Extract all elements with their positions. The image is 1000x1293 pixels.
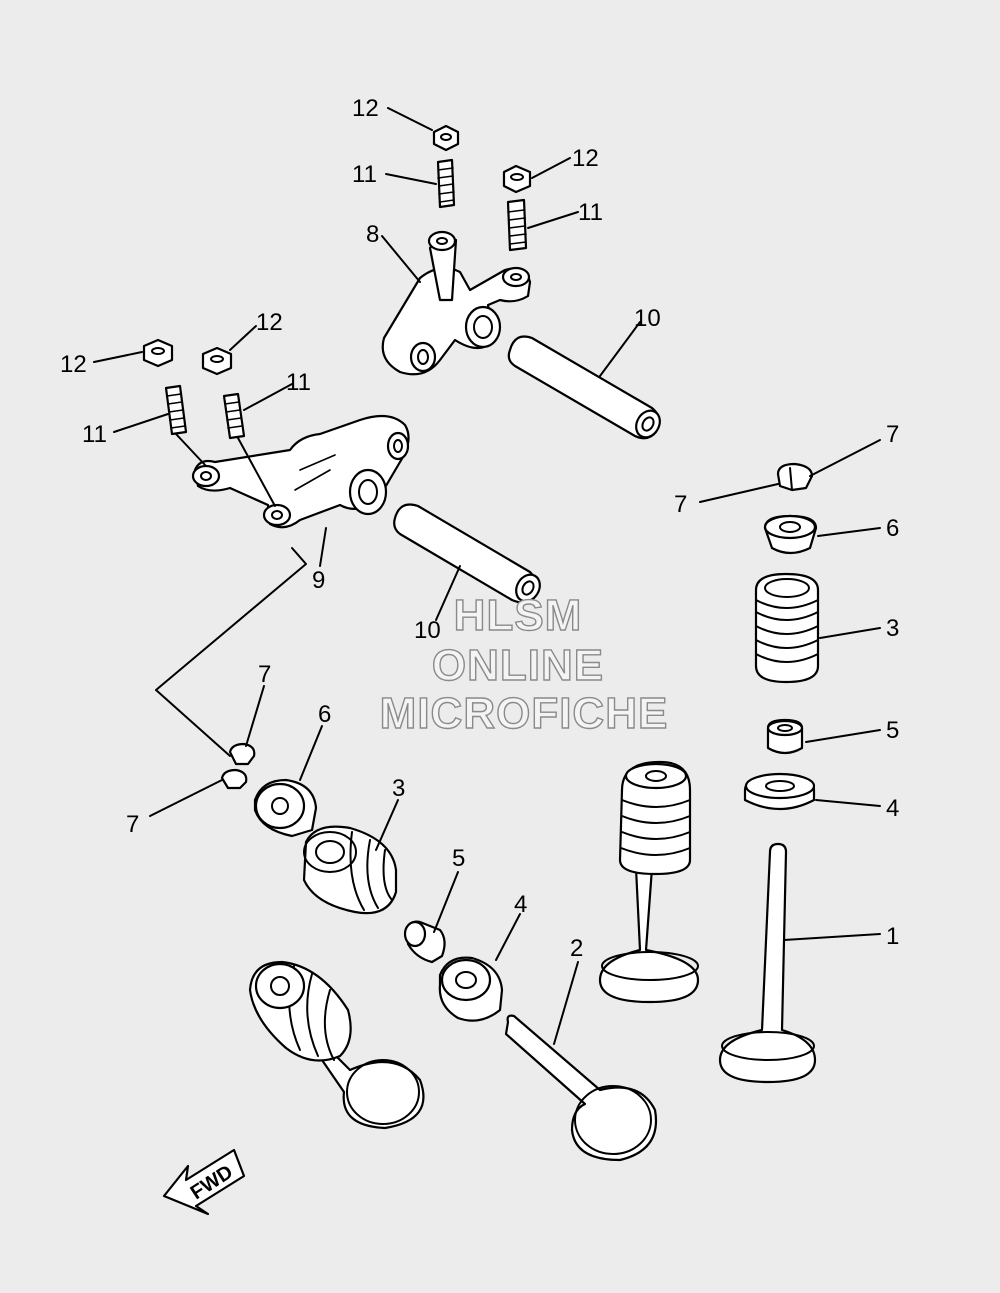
- adjuster-screw-lower-left: [164, 384, 188, 436]
- callout-7: 7: [674, 491, 687, 518]
- callout-7: 7: [126, 811, 139, 838]
- rocker-arm-upper: [381, 230, 532, 376]
- rocker-shaft-upper: [507, 335, 661, 440]
- adjuster-screw-lower-right: [222, 392, 246, 440]
- callout-4: 4: [886, 795, 899, 822]
- leader-adjuster-lower-right: [237, 437, 276, 507]
- callout-3: 3: [392, 775, 405, 802]
- watermark: HLSM ONLINE MICROFICHE: [379, 590, 669, 738]
- adjuster-screw-upper-left: [436, 158, 456, 209]
- nut-lower-left: [142, 338, 174, 368]
- watermark-line-3: MICROFICHE: [380, 689, 669, 738]
- callout-11: 11: [286, 369, 311, 396]
- valve-spring-left: [302, 825, 398, 915]
- callout-12: 12: [352, 95, 379, 122]
- valve-spring-right: [754, 572, 820, 684]
- watermark-line-2: ONLINE: [432, 641, 604, 690]
- spring-seat-right: [743, 772, 816, 810]
- callout-8: 8: [366, 221, 379, 248]
- rocker-shaft-lower: [393, 503, 541, 604]
- callout-5: 5: [886, 717, 899, 744]
- callout-6: 6: [886, 515, 899, 542]
- valve-assembled-center: [598, 760, 700, 1004]
- nut-lower-right: [201, 346, 233, 376]
- callout-7: 7: [886, 421, 899, 448]
- spring-seat-left: [438, 956, 504, 1022]
- stem-seal-right: [766, 718, 804, 755]
- retainer-right: [763, 514, 818, 555]
- callout-9: 9: [312, 567, 325, 594]
- retainer-left: [253, 778, 318, 838]
- callout-12: 12: [572, 145, 599, 172]
- rocker-arm-lower: [191, 414, 410, 529]
- callout-12: 12: [256, 309, 283, 336]
- callout-10: 10: [634, 305, 661, 332]
- leader-adjuster-lower-left: [175, 433, 207, 467]
- cotter-left-lower: [220, 768, 248, 790]
- callout-11: 11: [352, 161, 377, 188]
- callout-7: 7: [258, 661, 271, 688]
- exhaust-valve-left: [504, 1014, 658, 1162]
- callout-12: 12: [60, 351, 87, 378]
- nut-upper-left: [432, 124, 460, 152]
- intake-valve-right: [718, 842, 817, 1084]
- watermark-line-1: HLSM: [454, 591, 583, 640]
- callout-3: 3: [886, 615, 899, 642]
- cotter-right: [776, 462, 814, 492]
- callout-11: 11: [578, 199, 603, 226]
- nut-upper-right: [502, 164, 532, 194]
- callout-2: 2: [570, 935, 583, 962]
- callout-labels: 12 11 12 11 8 10 12 12 11 11 9 10 7 7 6 …: [60, 95, 899, 962]
- callout-11: 11: [82, 421, 107, 448]
- cotter-left-upper: [228, 742, 256, 766]
- callout-10: 10: [414, 617, 441, 644]
- callout-6: 6: [318, 701, 331, 728]
- callout-1: 1: [886, 923, 899, 950]
- callout-5: 5: [452, 845, 465, 872]
- leader-lines: [93, 107, 881, 1045]
- valve-assembled-left: [248, 960, 425, 1130]
- adjuster-screw-upper-right: [506, 198, 528, 252]
- stem-seal-left: [403, 920, 446, 964]
- callout-4: 4: [514, 891, 527, 918]
- fwd-arrow-icon: FWD: [162, 1148, 246, 1216]
